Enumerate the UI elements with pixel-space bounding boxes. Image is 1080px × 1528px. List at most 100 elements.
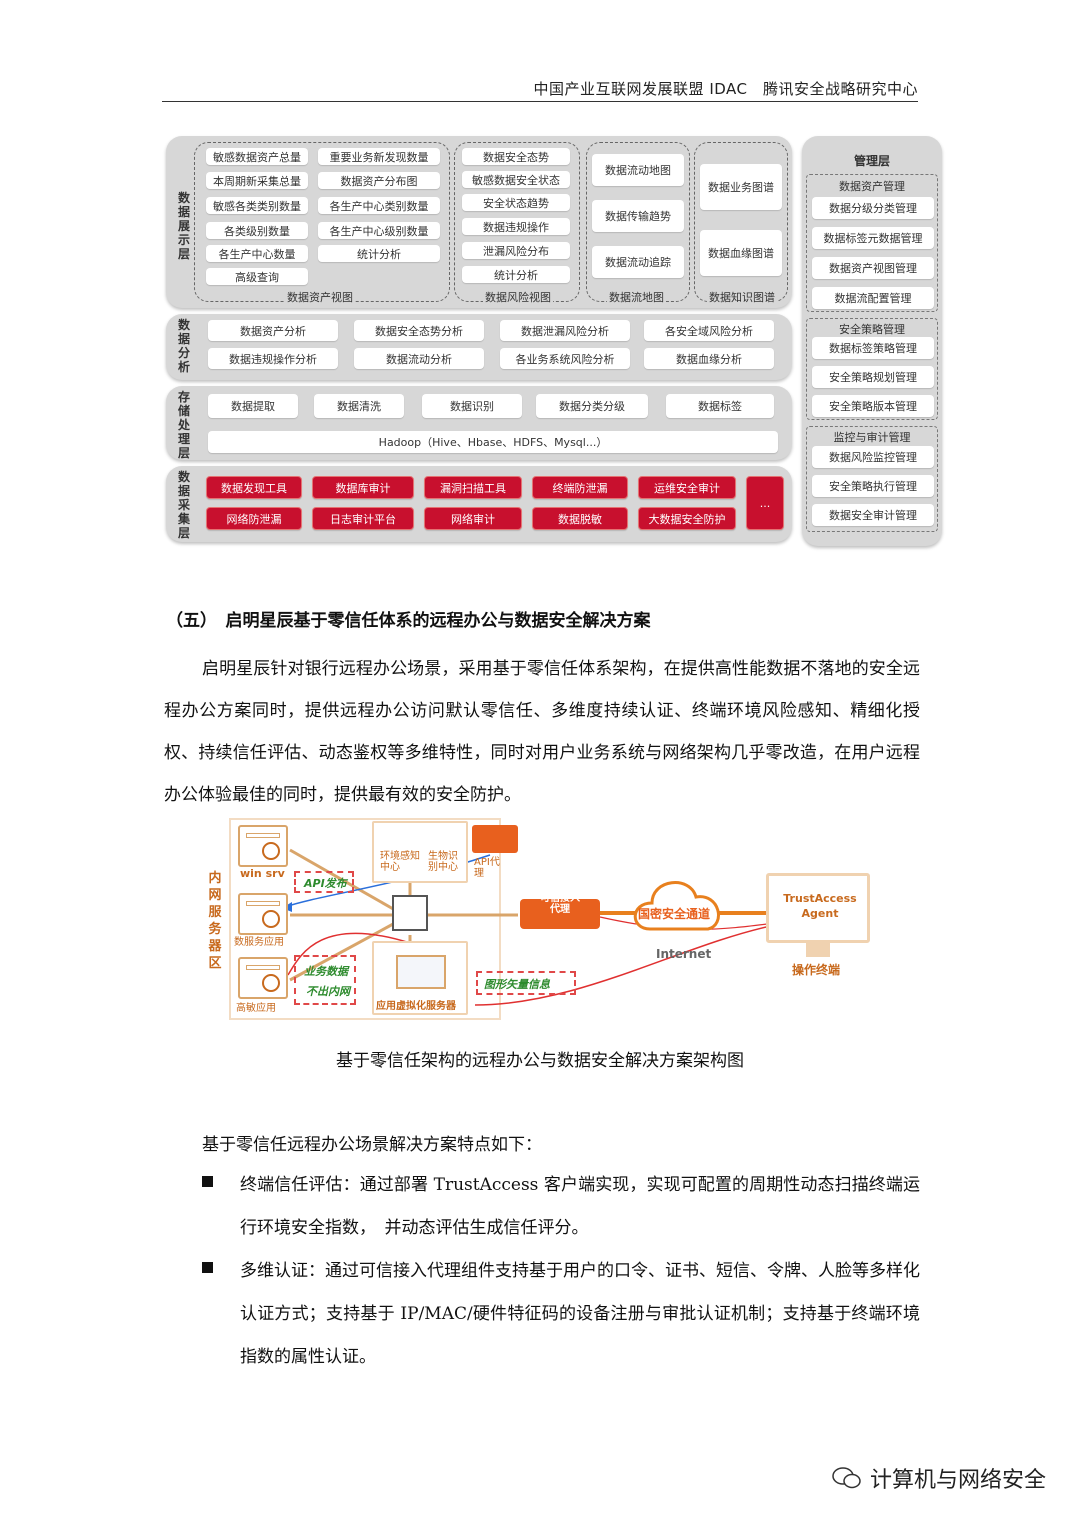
feature-text: 终端信任评估：通过部署 TrustAccess 客户端实现，实现可配置的周期性动… [240, 1164, 920, 1250]
terminal-label: 操作终端 [792, 961, 840, 978]
storage-cell: 数据分类分级 [536, 394, 648, 418]
biz-data-label: 不出内网 [306, 983, 350, 999]
asset-cell: 各生产中心数量 [206, 245, 308, 262]
flow-cell: 数据流动地图 [592, 154, 684, 186]
storage-cell: 数据识别 [422, 394, 522, 418]
storage-layer: 存储处理层 数据提取 数据清洗 数据识别 数据分类分级 数据标签 Hadoop（… [166, 386, 792, 460]
mgmt-cell: 数据流配置管理 [812, 287, 934, 309]
zero-trust-network-diagram: 内网服务器区 win srv 数服务应用 高敏应用 API发布 业务数据 不出内… [200, 815, 880, 1025]
server-label: 高敏应用 [236, 999, 276, 1014]
section-title: （五） 启明星辰基于零信任体系的远程办公与数据安全解决方案 [166, 606, 651, 631]
collection-layer: 数据采集层 数据发现工具 数据库审计 漏洞扫描工具 终端防泄漏 运维安全审计 网… [166, 466, 792, 542]
features-intro: 基于零信任远程办公场景解决方案特点如下： [202, 1130, 542, 1155]
biz-data-label: 业务数据 [304, 963, 348, 979]
policy-mgmt-caption: 安全策略管理 [802, 321, 942, 337]
analysis-cell: 数据泄漏风险分析 [500, 320, 630, 341]
asset-cell: 各生产中心类别数量 [318, 197, 440, 214]
api-proxy-label: API代理 [474, 857, 508, 879]
collection-tool: 终端防泄漏 [532, 476, 628, 499]
server-icon [238, 893, 288, 935]
storage-cell: 数据提取 [208, 394, 298, 418]
storage-layer-label: 存储处理层 [176, 390, 192, 460]
asset-cell: 本周期新采集总量 [206, 172, 308, 189]
collection-tool: 网络审计 [424, 507, 522, 530]
intranet-zone-label: 内网服务器区 [206, 870, 224, 972]
risk-cell: 泄漏风险分布 [462, 242, 570, 259]
audit-mgmt-caption: 监控与审计管理 [802, 429, 942, 445]
watermark-text: 计算机与网络安全 [870, 1462, 1046, 1494]
risk-cell: 数据安全态势 [462, 148, 570, 165]
switch-icon [392, 895, 428, 931]
mgmt-cell: 安全策略版本管理 [812, 395, 934, 417]
mgmt-cell: 数据资产视图管理 [812, 257, 934, 279]
api-publish-label: API发布 [304, 875, 347, 891]
analysis-cell: 数据违规操作分析 [208, 348, 338, 369]
risk-cell: 统计分析 [462, 266, 570, 283]
server-icon [238, 957, 288, 999]
bullet-square-icon [202, 1262, 213, 1273]
agent-label: TrustAccess Agent [782, 891, 858, 921]
data-security-architecture-diagram: 数据展示层 数据资产视图 敏感数据资产总量 本周期新采集总量 敏感各类类别数量 … [166, 136, 944, 548]
analysis-cell: 数据安全态势分析 [354, 320, 484, 341]
header-rule [162, 101, 918, 102]
section-paragraph: 启明星辰针对银行远程办公场景，采用基于零信任体系架构，在提供高性能数据不落地的安… [164, 648, 920, 816]
mgmt-cell: 数据安全审计管理 [812, 504, 934, 526]
knowledge-cell: 数据血缘图谱 [700, 230, 782, 276]
collection-layer-label: 数据采集层 [176, 470, 192, 540]
mgmt-cell: 安全策略执行管理 [812, 475, 934, 497]
collection-tool: 网络防泄漏 [206, 507, 302, 530]
collection-tool: 数据库审计 [312, 476, 414, 499]
asset-cell: 敏感数据资产总量 [206, 148, 308, 165]
env-sensing-label: 环境感知中心 [380, 851, 420, 873]
asset-cell: 各类级别数量 [206, 222, 308, 239]
analysis-cell: 各安全域风险分析 [644, 320, 774, 341]
risk-cell: 敏感数据安全状态 [462, 171, 570, 188]
more-tools: ... [746, 476, 784, 530]
tunnel-label: 国密安全通道 [638, 905, 710, 922]
management-layer: 管理层 数据资产管理 数据分级分类管理 数据标签元数据管理 数据资产视图管理 数… [802, 136, 942, 546]
flow-cell: 数据流动追踪 [592, 246, 684, 278]
storage-cell: 数据标签 [666, 394, 774, 418]
app-server-label: 应用虚拟化服务器 [376, 997, 456, 1012]
analysis-cell: 各业务系统风险分析 [500, 348, 630, 369]
figure-caption: 基于零信任架构的远程办公与数据安全解决方案架构图 [0, 1046, 1080, 1071]
analysis-cell: 数据资产分析 [208, 320, 338, 341]
hadoop-cell: Hadoop（Hive、Hbase、HDFS、Mysql...） [208, 431, 778, 453]
mgmt-cell: 数据风险监控管理 [812, 446, 934, 468]
mgmt-cell: 数据标签策略管理 [812, 337, 934, 359]
vector-info-label: 图形矢量信息 [484, 976, 550, 992]
asset-cell: 统计分析 [318, 245, 440, 262]
risk-cell: 安全状态趋势 [462, 194, 570, 211]
mgmt-cell: 数据分级分类管理 [812, 197, 934, 219]
storage-cell: 数据清洗 [314, 394, 404, 418]
app-server-icon [396, 955, 446, 989]
collection-tool: 运维安全审计 [638, 476, 736, 499]
display-layer: 数据展示层 数据资产视图 敏感数据资产总量 本周期新采集总量 敏感各类类别数量 … [166, 136, 792, 308]
asset-mgmt-caption: 数据资产管理 [802, 178, 942, 194]
asset-view-caption: 数据资产视图 [285, 289, 355, 305]
asset-cell: 数据资产分布图 [318, 172, 440, 189]
bullet-square-icon [202, 1176, 213, 1187]
server-label: win srv [240, 867, 285, 880]
management-title: 管理层 [802, 152, 942, 169]
flow-view-caption: 数据流地图 [607, 289, 666, 305]
collection-tool: 数据脱敏 [532, 507, 628, 530]
collection-tool: 漏洞扫描工具 [424, 476, 522, 499]
mgmt-cell: 安全策略规划管理 [812, 366, 934, 388]
watermark: 计算机与网络安全 [832, 1462, 1046, 1494]
knowledge-view-caption: 数据知识图谱 [707, 289, 777, 305]
asset-cell: 各生产中心级别数量 [318, 222, 440, 239]
mgmt-cell: 数据标签元数据管理 [812, 227, 934, 249]
collection-tool: 数据发现工具 [206, 476, 302, 499]
display-layer-label: 数据展示层 [176, 191, 192, 261]
risk-cell: 数据违规操作 [462, 218, 570, 235]
collection-tool: 大数据安全防护 [638, 507, 736, 530]
analysis-layer: 数据分析 数据资产分析 数据安全态势分析 数据泄漏风险分析 各安全域风险分析 数… [166, 314, 792, 380]
analysis-cell: 数据血缘分析 [644, 348, 774, 369]
bio-label: 生物识别中心 [428, 851, 464, 873]
asset-cell: 高级查询 [206, 268, 308, 285]
asset-cell: 重要业务新发现数量 [318, 148, 440, 165]
monitor-stand-icon [806, 943, 830, 957]
analysis-cell: 数据流动分析 [354, 348, 484, 369]
internet-label: Internet [656, 947, 711, 961]
